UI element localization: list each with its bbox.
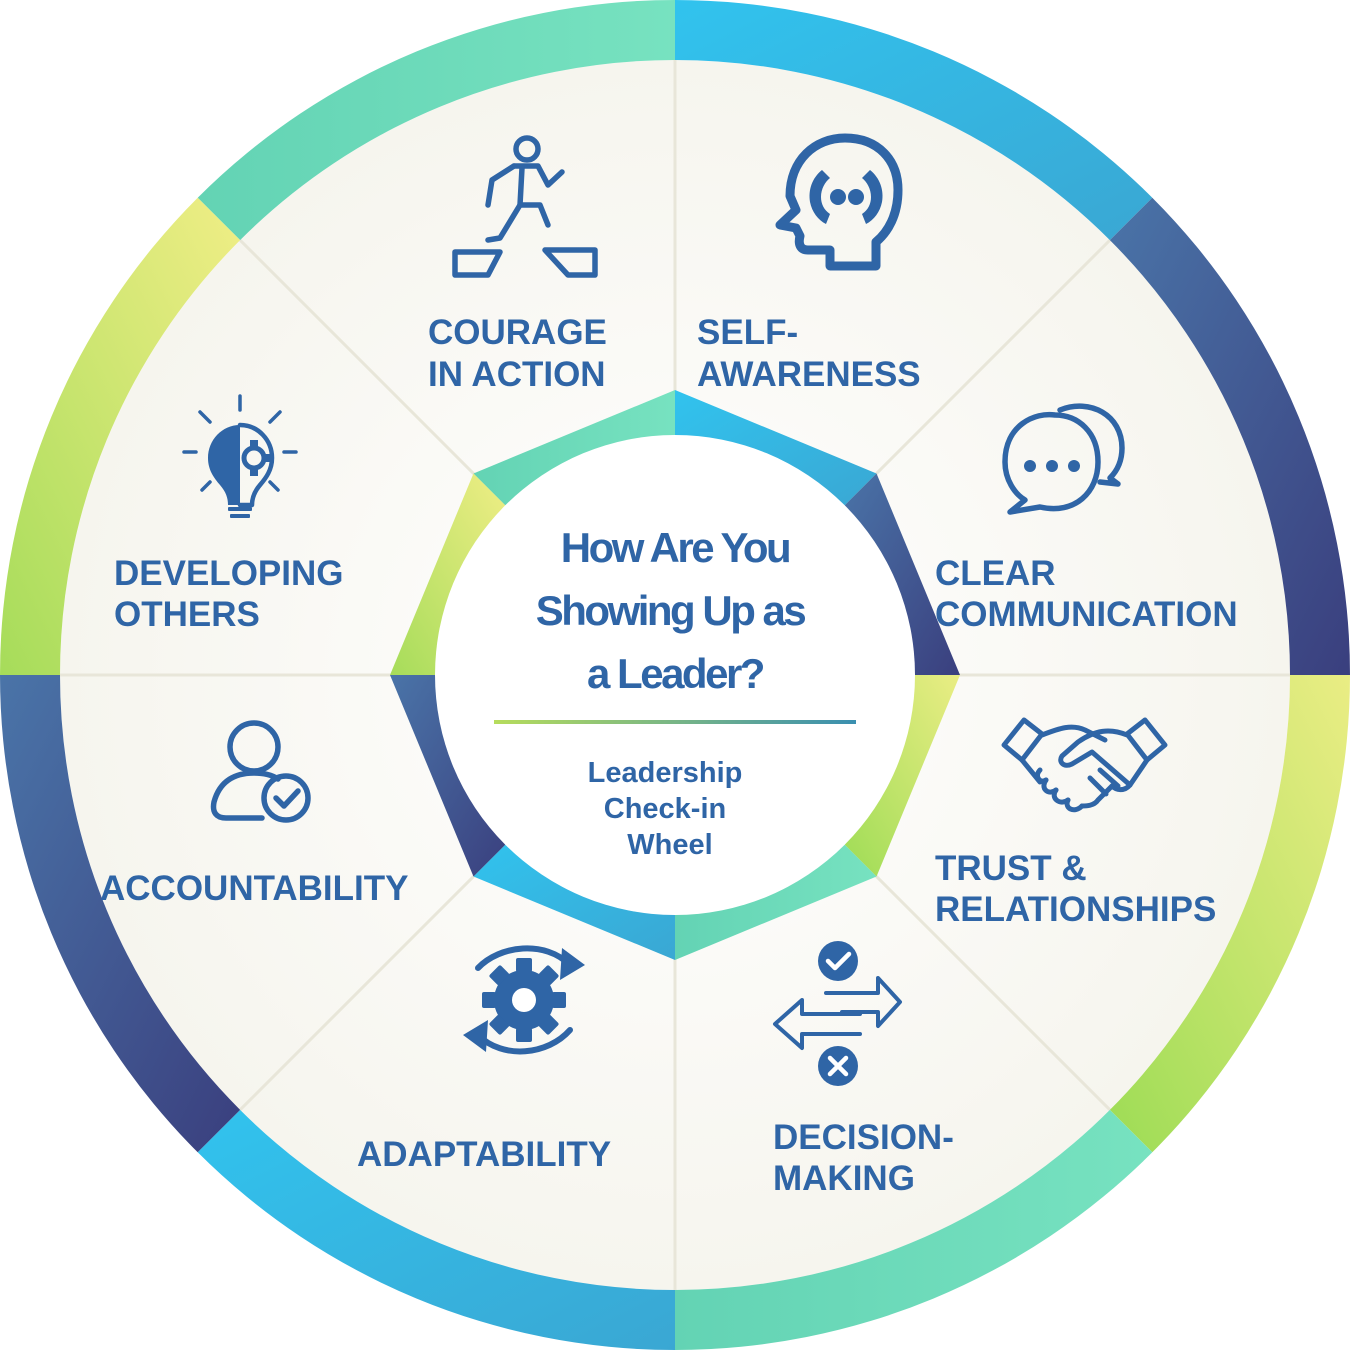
outer-ring-arc-left-upper	[0, 197, 241, 675]
center-subtitle-line-2: Check-in	[604, 793, 726, 825]
center-title-line-2: Showing Up as	[536, 587, 806, 634]
center-title: How Are You Showing Up as a Leader?	[536, 524, 808, 697]
center-divider	[494, 720, 856, 724]
outer-ring-arc-bottom-left	[197, 1109, 675, 1350]
inner-ring	[390, 390, 960, 960]
gear-cycle-icon	[463, 945, 585, 1055]
segment-courage: COURAGE IN ACTION	[428, 313, 607, 394]
spoke-line	[843, 843, 1111, 1111]
inner-ring-bottom-left	[473, 841, 675, 960]
segment-developing-others: DEVELOPING OTHERS	[114, 554, 343, 634]
lightbulb-gear-icon	[182, 394, 298, 518]
self-awareness-label-line-1: SELF-	[697, 313, 798, 352]
clear-communication-label-line-2: COMMUNICATION	[935, 595, 1238, 634]
outer-ring-arc-left-lower	[0, 675, 241, 1153]
spoke-line	[239, 239, 507, 507]
trust-label-line-1: TRUST &	[935, 849, 1087, 888]
decision-making-label-line-1: DECISION-	[773, 1118, 954, 1157]
segment-self-awareness: SELF- AWARENESS	[697, 313, 921, 394]
center-title-line-1: How Are You	[561, 524, 789, 571]
segment-adaptability: ADAPTABILITY	[357, 1135, 611, 1174]
decision-making-label-line-2: MAKING	[773, 1159, 915, 1198]
segment-clear-communication: CLEAR COMMUNICATION	[935, 554, 1238, 634]
developing-others-label-line-1: DEVELOPING	[114, 554, 343, 593]
inner-ring-top-left	[473, 390, 675, 509]
courage-label-line-2: IN ACTION	[428, 355, 606, 394]
center-subtitle: Leadership Check-in Wheel	[588, 757, 743, 861]
inner-ring-right-lower	[841, 675, 960, 877]
segment-accountability: ACCOUNTABILITY	[100, 869, 409, 908]
clear-communication-label-line-1: CLEAR	[935, 554, 1056, 593]
center-octagon	[455, 455, 895, 895]
outer-ring-arc-right-upper	[1109, 197, 1350, 675]
self-awareness-label-line-2: AWARENESS	[697, 355, 921, 394]
inner-ring-top-right	[675, 390, 877, 509]
climbing-person-icon	[452, 135, 598, 278]
inner-ring-right-upper	[841, 473, 960, 675]
inner-ring-left-lower	[390, 675, 509, 877]
outer-ring-arc-top-right	[675, 0, 1153, 241]
head-profile-icon	[775, 133, 903, 271]
accountability-label: ACCOUNTABILITY	[100, 869, 409, 908]
inner-ring-left-upper	[390, 473, 509, 675]
center-subtitle-line-3: Wheel	[627, 829, 712, 861]
chat-bubbles-icon	[1002, 403, 1125, 515]
outer-ring-arc-bottom-right	[675, 1109, 1153, 1350]
outer-ring-arc-top-left	[197, 0, 675, 241]
center-title-line-3: a Leader?	[587, 650, 764, 697]
spoke-line	[239, 843, 507, 1111]
outer-ring-arc-right-lower	[1109, 675, 1350, 1153]
handshake-icon	[1001, 717, 1168, 813]
decision-arrows-icon	[773, 941, 902, 1086]
segment-trust: TRUST & RELATIONSHIPS	[935, 849, 1216, 929]
adaptability-label: ADAPTABILITY	[357, 1135, 611, 1174]
segment-decision-making: DECISION- MAKING	[773, 1118, 954, 1198]
spoke-line	[843, 239, 1111, 507]
inner-ring-bottom-right	[675, 841, 877, 960]
center-subtitle-line-1: Leadership	[588, 757, 743, 789]
courage-label-line-1: COURAGE	[428, 313, 607, 352]
developing-others-label-line-2: OTHERS	[114, 595, 260, 634]
trust-label-line-2: RELATIONSHIPS	[935, 890, 1216, 929]
user-check-icon	[210, 720, 311, 823]
